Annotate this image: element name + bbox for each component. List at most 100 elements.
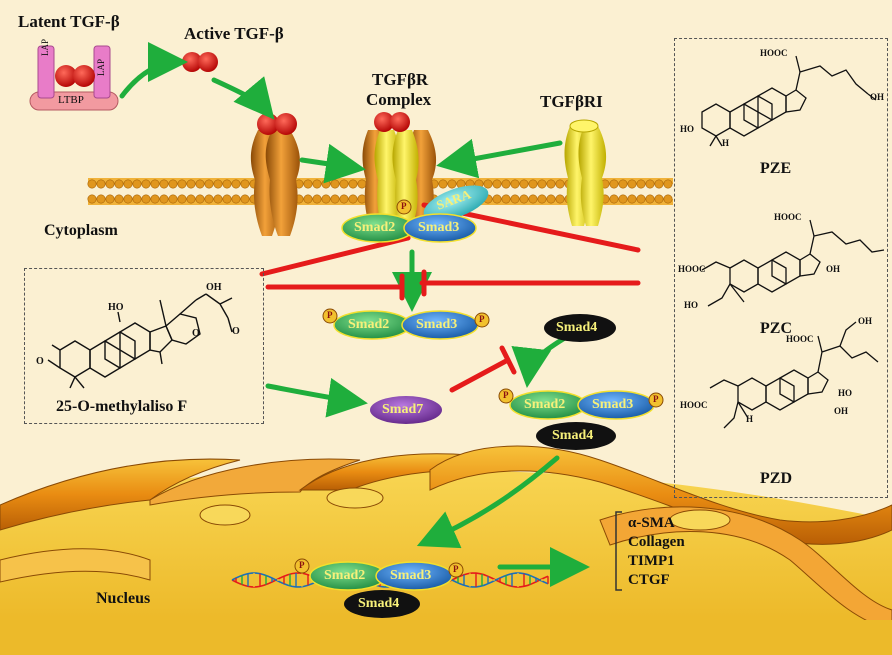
membrane-lipid-head	[636, 194, 646, 204]
left-o-methoxy: O	[232, 326, 240, 337]
phospho-3b-label: P	[653, 394, 659, 404]
membrane-lipid-head	[204, 194, 214, 204]
smad2-smad3-phosphorylated	[322, 308, 490, 340]
membrane-lipid-head	[348, 179, 358, 189]
smad-receptor-bound	[341, 185, 489, 243]
membrane-lipid-head	[195, 194, 205, 204]
receptor-complex-label-1: TGFβR	[372, 70, 429, 89]
nucleus-label: Nucleus	[96, 590, 151, 607]
active-tgf-label: Active TGF-β	[184, 24, 284, 43]
membrane-lipid-head	[663, 179, 673, 189]
target-gene-timp1: TIMP1	[628, 553, 675, 569]
membrane-lipid-head	[654, 179, 664, 189]
target-gene-ctgf: CTGF	[628, 572, 670, 588]
membrane-lipid-head	[330, 194, 340, 204]
membrane-lipid-head	[546, 194, 556, 204]
smad3-bound-label: Smad3	[418, 220, 460, 235]
structure-pzd	[709, 321, 879, 429]
membrane-lipid-head	[555, 179, 565, 189]
membrane-lipid-head	[627, 179, 637, 189]
membrane-lipid-head	[141, 179, 151, 189]
membrane-lipid-head	[240, 179, 250, 189]
membrane-lipid-head	[537, 179, 547, 189]
left-o-ring: O	[192, 328, 200, 339]
membrane-lipid-head	[555, 194, 565, 204]
membrane-lipid-head	[447, 179, 457, 189]
membrane-lipid-head	[132, 179, 142, 189]
membrane-lipid-head	[438, 179, 448, 189]
smad3-phos-label: Smad3	[416, 317, 458, 332]
left-oh: OH	[206, 282, 222, 293]
pzc-hooc-left: HOOC	[678, 264, 706, 274]
membrane-lipid-head	[654, 194, 664, 204]
membrane-lipid-head	[519, 194, 529, 204]
structure-pzc	[701, 219, 885, 307]
pzd-hooc-top: HOOC	[786, 334, 814, 344]
membrane-lipid-head	[321, 194, 331, 204]
phospho-4b-label: P	[453, 564, 459, 574]
structure-25-o-methylaliso-f	[47, 293, 233, 389]
membrane-lipid-head	[348, 194, 358, 204]
smad2-phos-label: Smad2	[348, 317, 390, 332]
membrane-lipid-head	[231, 179, 241, 189]
membrane-lipid-head	[645, 179, 655, 189]
membrane-lipid-head	[609, 179, 619, 189]
target-gene-collagen: Collagen	[628, 534, 685, 550]
smad2-nucleus-label: Smad2	[324, 568, 366, 583]
smad7-shape	[370, 396, 442, 424]
membrane-lipid-head	[123, 179, 133, 189]
membrane-lipid-head	[519, 179, 529, 189]
nucleus	[0, 445, 892, 655]
lap-label-left: LAP	[40, 38, 50, 56]
membrane-lipid-head	[618, 179, 628, 189]
pzd-oh: OH	[834, 406, 849, 416]
phospho-3a-label: P	[503, 390, 509, 400]
pzd-ho: HO	[838, 388, 853, 398]
membrane-lipid-head	[222, 194, 232, 204]
membrane-lipid-head	[330, 179, 340, 189]
membrane-lipid-head	[492, 179, 502, 189]
membrane-lipid-head	[105, 179, 115, 189]
latent-tgf-label: Latent TGF-β	[18, 12, 120, 31]
membrane-lipid-head	[312, 179, 322, 189]
pzc-oh: OH	[826, 264, 841, 274]
membrane-lipid-head	[114, 194, 124, 204]
pzd-oh-top: OH	[858, 316, 873, 326]
target-gene-alpha-sma: α-SMA	[628, 515, 675, 531]
tgfbri-label: TGFβRI	[540, 92, 603, 111]
membrane-lipid-head	[159, 194, 169, 204]
membrane-lipid-head	[168, 179, 178, 189]
membrane-lipid-head	[492, 194, 502, 204]
membrane-lipid-head	[321, 179, 331, 189]
membrane-lipid-head	[141, 194, 151, 204]
membrane-lipid-head	[159, 179, 169, 189]
smad4-trimer-label: Smad4	[552, 428, 594, 443]
membrane-lipid-head	[339, 194, 349, 204]
smad4-nucleus-label: Smad4	[358, 596, 400, 611]
left-o-ketone: O	[36, 356, 44, 367]
membrane-lipid-head	[546, 179, 556, 189]
receptor-type-ii-free	[250, 113, 300, 236]
membrane-lipid-head	[96, 179, 106, 189]
smad7-label: Smad7	[382, 402, 424, 417]
target-gene-bracket	[615, 511, 622, 591]
target-gene-list: α-SMA Collagen TIMP1 CTGF	[628, 514, 685, 590]
left-compound-name: 25-O-methylaliso F	[56, 398, 188, 415]
membrane-lipid-head	[537, 194, 547, 204]
membrane-lipid-head	[303, 194, 313, 204]
ltbp-label: LTBP	[58, 94, 84, 106]
membrane-lipid-head	[609, 194, 619, 204]
receptor-type-i-free	[564, 119, 607, 226]
membrane-lipid-head	[231, 194, 241, 204]
pzc-hooc-top: HOOC	[774, 212, 802, 222]
membrane-lipid-head	[528, 194, 538, 204]
membrane-lipid-head	[114, 179, 124, 189]
membrane-lipid-head	[483, 179, 493, 189]
membrane-lipid-head	[96, 194, 106, 204]
smad3-nucleus-label: Smad3	[390, 568, 432, 583]
membrane-lipid-head	[204, 179, 214, 189]
membrane-lipid-head	[357, 179, 367, 189]
membrane-lipid-head	[186, 179, 196, 189]
